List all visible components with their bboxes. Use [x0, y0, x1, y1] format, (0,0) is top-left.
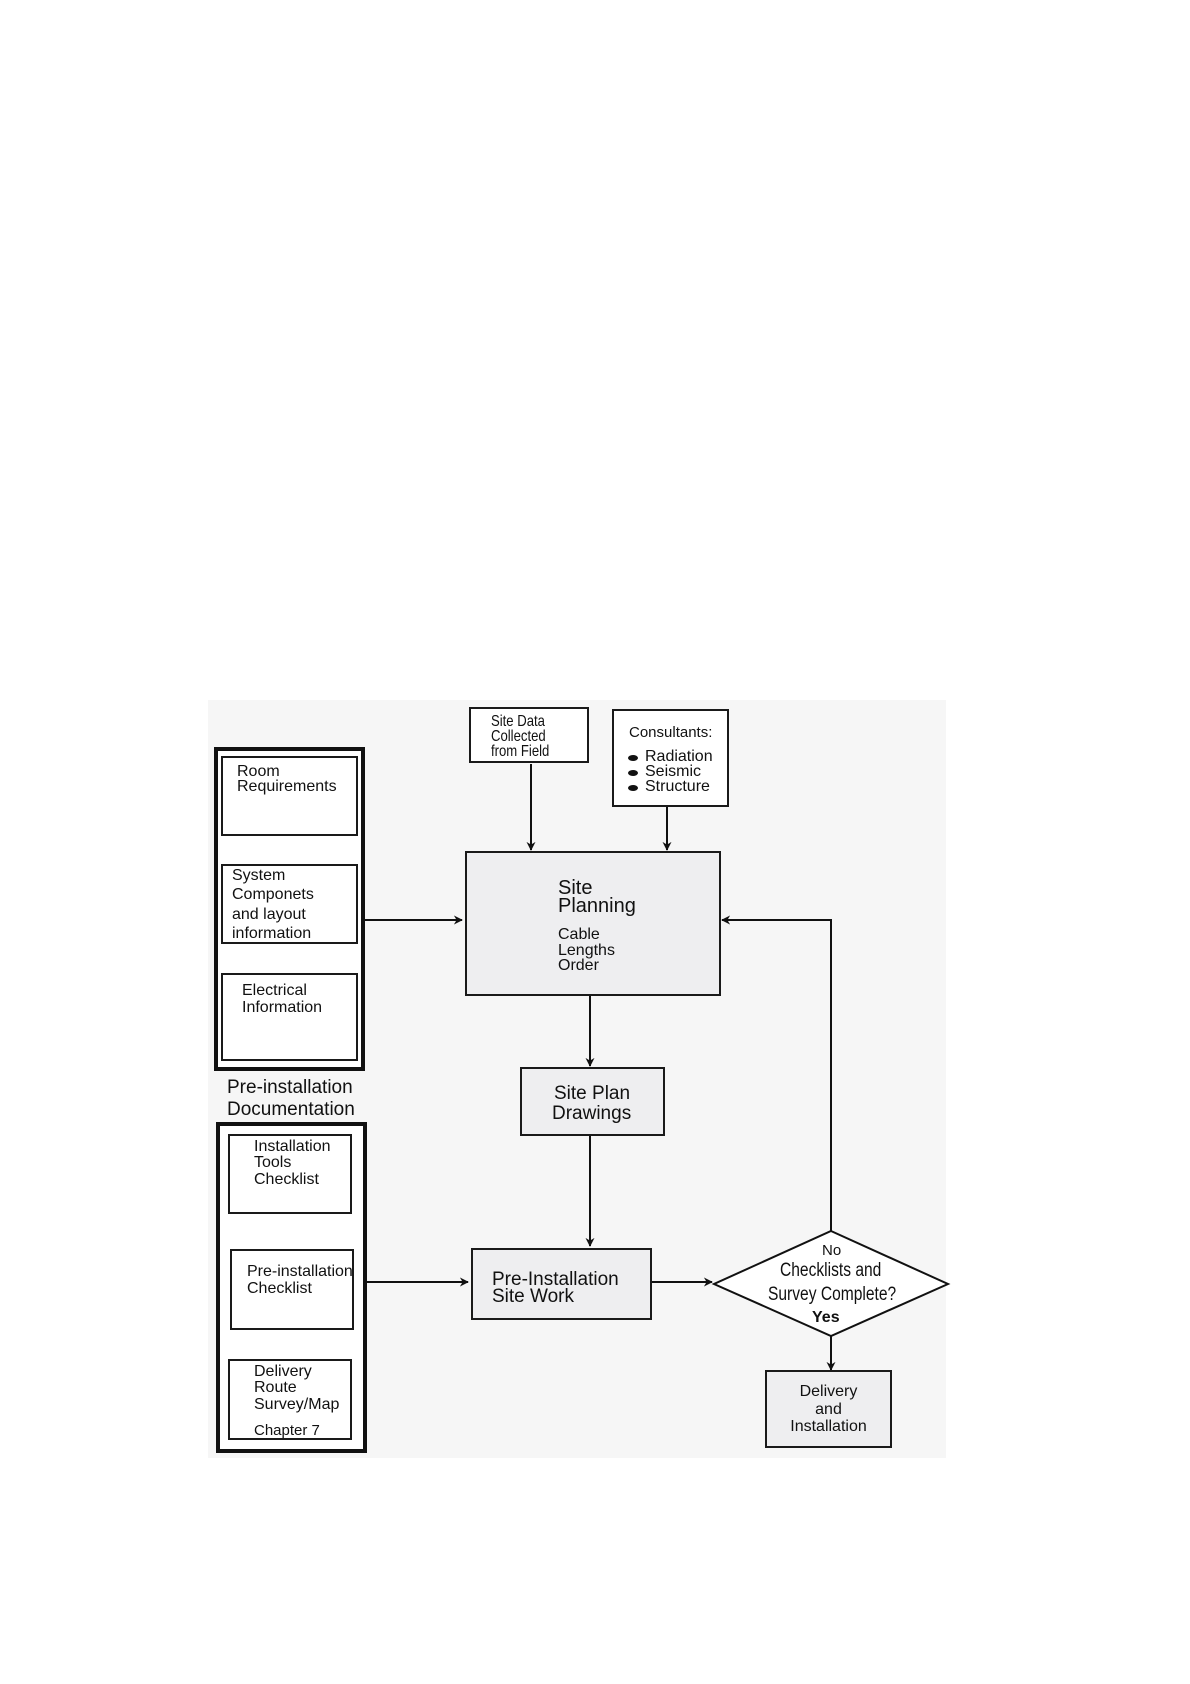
site-plan-drawings-label: Site Plan — [554, 1083, 631, 1104]
delivery-route-survey-label: Survey/Map — [254, 1396, 340, 1413]
room-requirements-label: Requirements — [237, 778, 337, 795]
system-components-label: System — [232, 867, 286, 884]
system-components-box: System Componets and layout information — [221, 864, 358, 944]
consultant-item: Seismic — [645, 763, 702, 780]
consultant-item: Radiation — [645, 748, 713, 765]
room-requirements-label: Room — [237, 763, 280, 780]
site-data-label: Site Data — [491, 713, 545, 730]
delivery-installation-label: Installation — [790, 1418, 867, 1435]
installation-tools-checklist-label: Installation — [254, 1138, 331, 1155]
electrical-information-label: Electrical — [242, 982, 307, 999]
site-data-box: Site Data Collected from Field — [469, 707, 589, 763]
pre-installation-checklist-label: Checklist — [247, 1280, 312, 1297]
site-planning-detail: Order — [558, 957, 599, 974]
site-plan-drawings-box: Site Plan Drawings — [520, 1067, 665, 1136]
consultant-item: Structure — [645, 778, 710, 795]
delivery-installation-label: and — [815, 1401, 842, 1418]
decision-question: Survey Complete? — [768, 1284, 897, 1305]
decision-diamond — [711, 1229, 951, 1338]
decision-question: Checklists and — [780, 1260, 882, 1281]
consultants-title: Consultants: — [629, 724, 713, 741]
consultants-box: Consultants: Radiation Seismic Structure — [612, 709, 729, 807]
installation-tools-checklist-box: Installation Tools Checklist — [228, 1134, 352, 1214]
site-data-label: Collected — [491, 728, 546, 745]
system-components-label: Componets — [232, 886, 314, 903]
delivery-route-survey-box: Delivery Route Survey/Map Chapter 7 — [228, 1359, 352, 1440]
delivery-route-survey-label: Delivery — [254, 1363, 312, 1380]
room-requirements-box: Room Requirements — [221, 756, 358, 836]
delivery-route-chapter: Chapter 7 — [254, 1422, 320, 1439]
site-planning-detail: Cable — [558, 926, 600, 943]
pre-installation-checklist-box: Pre-installation Checklist — [230, 1249, 354, 1330]
pre-installation-documentation-caption: Pre-installation — [227, 1077, 353, 1098]
site-planning-title: Planning — [558, 895, 636, 917]
bullet-icon — [628, 770, 638, 776]
electrical-information-box: Electrical Information — [221, 973, 358, 1061]
system-components-label: and layout — [232, 906, 306, 923]
installation-tools-checklist-label: Tools — [254, 1154, 292, 1171]
delivery-installation-box: Delivery and Installation — [765, 1370, 892, 1448]
pre-installation-site-work-label: Site Work — [492, 1286, 575, 1307]
pre-installation-site-work-label: Pre-Installation — [492, 1269, 619, 1290]
pre-installation-documentation-caption: Documentation — [227, 1099, 355, 1120]
site-plan-drawings-label: Drawings — [552, 1103, 632, 1124]
pre-installation-site-work-box: Pre-Installation Site Work — [471, 1248, 652, 1320]
bullet-icon — [628, 755, 638, 761]
arrow-decision-no-loop — [721, 915, 832, 1231]
site-planning-box: Site Planning Cable Lengths Order — [465, 851, 721, 996]
delivery-installation-label: Delivery — [799, 1383, 858, 1400]
installation-tools-checklist-label: Checklist — [254, 1171, 319, 1188]
electrical-information-label: Information — [242, 999, 323, 1016]
decision-yes-label: Yes — [812, 1309, 840, 1326]
site-planning-title: Site — [558, 877, 593, 899]
decision-no-label: No — [822, 1242, 842, 1259]
pre-installation-checklist-label: Pre-installation — [247, 1263, 353, 1280]
bullet-icon — [628, 785, 638, 791]
site-planning-detail: Lengths — [558, 942, 615, 959]
delivery-route-survey-label: Route — [254, 1379, 297, 1396]
system-components-label: information — [232, 925, 312, 942]
site-data-label: from Field — [491, 743, 550, 760]
